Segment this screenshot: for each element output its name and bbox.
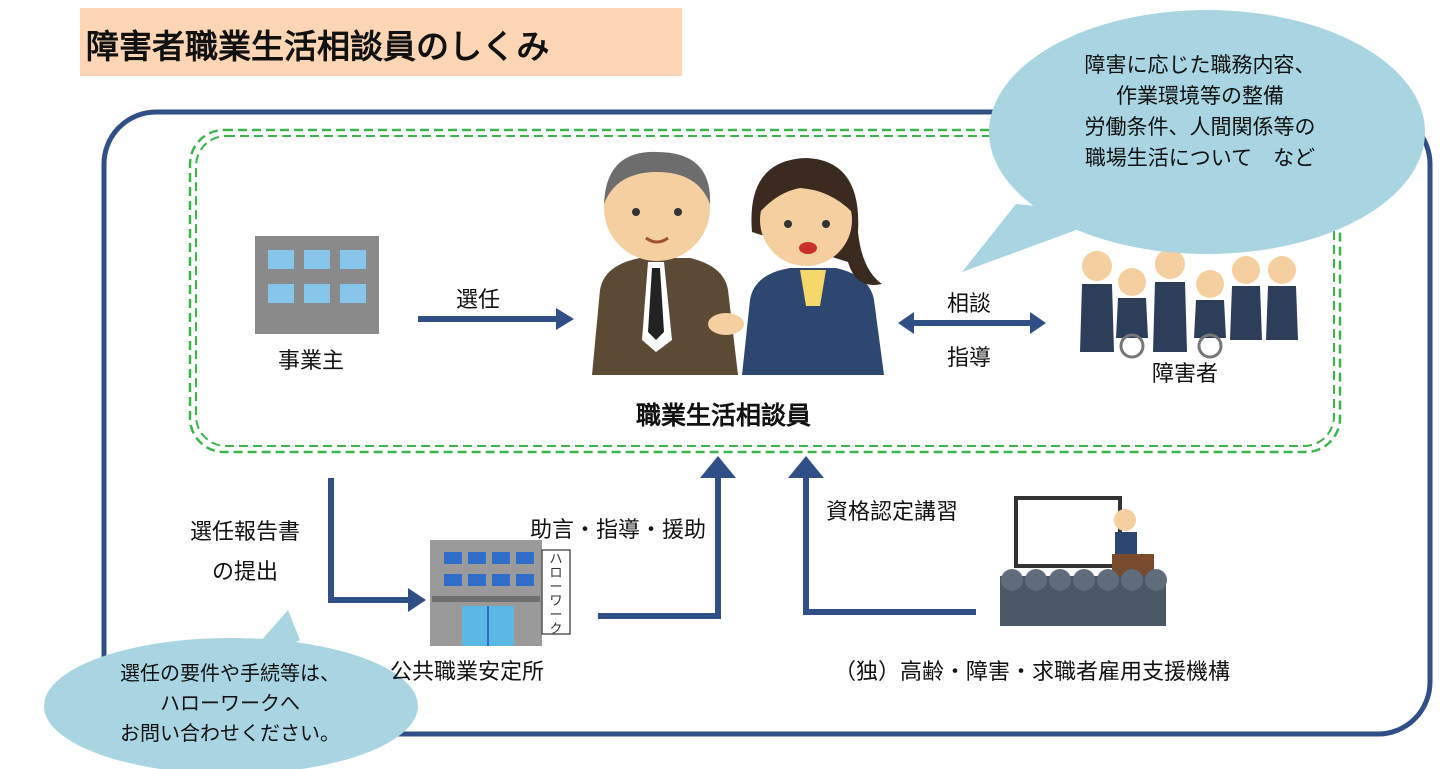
lecture-hall-icon [1000,496,1167,626]
disabled-persons-group-icon [1080,249,1298,359]
counselor-label: 職業生活相談員 [636,401,812,430]
bubble-top-right-text: 障害に応じた職務内容、 作業環境等の整備 労働条件、人間関係等の 職場生活につい… [1020,50,1380,174]
hello-work-sign: ハローワーク [549,552,563,637]
training-path [803,476,976,615]
outer-frame [101,109,1433,737]
training-arrowhead [788,456,824,478]
consult-arrowhead-right [1030,312,1046,334]
bubble-bottom-left-line: ハローワークへ [160,691,300,715]
advice-arrowhead [700,456,736,478]
workplace-region [188,128,1342,454]
bubble-bottom-left-line: お問い合わせください。 [120,721,340,745]
advice-label: 助言・指導・援助 [530,518,707,543]
bubble-top-right-line: 職場生活について など [1084,146,1316,170]
report-label-line1: 選任報告書 [189,520,300,545]
title-box [80,8,682,76]
consult-arrowhead-left [898,312,914,334]
bubble-top-right-line: 労働条件、人間関係等の [1084,115,1316,139]
office-building-icon [255,236,379,334]
counselors-illustration-icon [592,151,884,375]
disabled-persons-label: 障害者 [1152,362,1219,387]
appoint-arrowhead [556,308,574,330]
report-label-line2: の提出 [211,560,278,585]
hello-work-office-label: 公共職業安定所 [390,660,545,685]
bubble-bottom-left-text: 選任の要件や手続等は、 ハローワークへ お問い合わせください。 [60,658,400,748]
report-path [328,478,408,603]
advice-path [598,476,721,619]
hello-work-building-icon [430,540,571,646]
bubble-bottom-left-line: 選任の要件や手続等は、 [120,661,340,685]
jeed-label: （独）高齢・障害・求職者雇用支援機構 [834,660,1231,685]
report-arrowhead [408,588,426,612]
workplace-region-inner [195,135,1335,447]
speech-bubble-bottom-left [44,610,418,769]
employer-label: 事業主 [278,349,345,374]
bubble-top-right-line: 作業環境等の整備 [1116,84,1284,108]
appoint-label: 選任 [456,288,501,313]
bubble-top-right-line: 障害に応じた職務内容、 [1084,53,1316,77]
speech-bubble-top-right [962,10,1425,272]
page-title: 障害者職業生活相談員のしくみ [86,27,550,66]
training-label: 資格認定講習 [826,500,959,525]
guide-label: 指導 [947,346,992,371]
consult-label: 相談 [947,292,992,317]
